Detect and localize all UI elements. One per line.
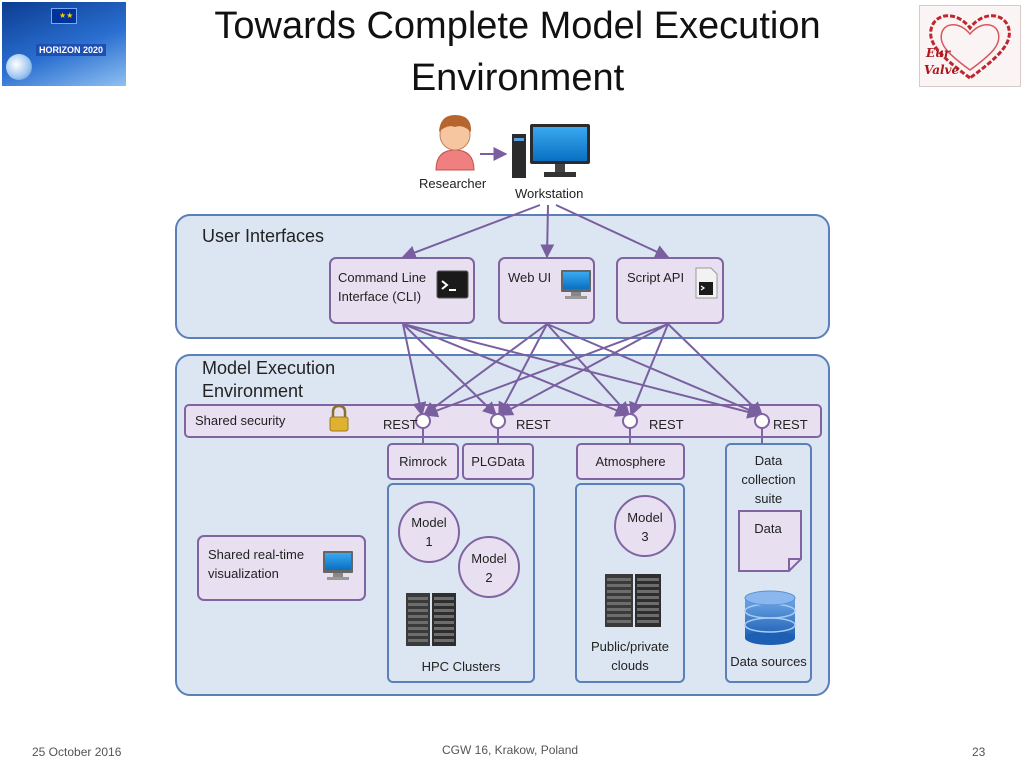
rest-label-4: REST (773, 417, 808, 432)
horizon-2020-logo: ★★ HORIZON 2020 (2, 2, 126, 86)
workstation-to-scriptapi-arrow (555, 204, 670, 259)
user-interfaces-title: User Interfaces (202, 226, 325, 246)
heart-icon (929, 14, 1011, 80)
footer-page-number: 23 (972, 745, 986, 759)
researcher-icon (435, 115, 475, 171)
cli-label-line-2: Interface (CLI) (338, 289, 422, 304)
cli-label: Command Line Interface (CLI) (338, 268, 426, 306)
viz-label-line-1: Shared real-time (208, 547, 305, 562)
model-3-label-line-2: 3 (641, 529, 649, 544)
dcs-label-line-3: suite (754, 491, 783, 506)
padlock-icon (329, 404, 349, 432)
model-1-label: Model 1 (399, 513, 459, 551)
plgdata-label: PLGData (471, 454, 525, 469)
model-3-label: Model 3 (615, 508, 675, 546)
model-1-circle (398, 501, 460, 563)
footer-date: 25 October 2016 (32, 745, 122, 759)
model-2-circle (458, 536, 520, 598)
dcs-label-line-1: Data (754, 453, 783, 468)
mee-title-line-2: Environment (202, 381, 304, 401)
script-api-label: Script API (627, 270, 685, 285)
slide-title-line-1: Towards Complete Model Execution (214, 5, 821, 47)
ui-to-rest-arrows (402, 323, 764, 419)
eurvalve-logo: Eur Valve (919, 5, 1021, 87)
model-2-label: Model 2 (459, 549, 519, 587)
visualization-monitor-icon (323, 551, 353, 580)
web-monitor-icon (561, 270, 591, 299)
terminal-icon (436, 270, 469, 299)
researcher-label: Researcher (419, 176, 487, 191)
footer-event: CGW 16, Krakow, Poland (442, 743, 579, 757)
clouds-label-line-2: clouds (611, 658, 649, 673)
clouds-label-line-1: Public/private (590, 639, 670, 654)
workstation-icon (512, 124, 590, 178)
slide-title-line-2: Environment (410, 57, 625, 99)
eurvalve-logo-text-1: Eur (926, 46, 951, 60)
shared-security-label: Shared security (195, 413, 286, 428)
model-3-label-line-1: Model (627, 510, 663, 525)
cloud-server-rack-icon (605, 574, 661, 627)
rest-endpoints (415, 413, 770, 444)
rest-label-3: REST (649, 417, 684, 432)
rimrock-label: Rimrock (399, 454, 447, 469)
mee-title-line-1: Model Execution (202, 358, 336, 378)
mee-title: Model Execution Environment (202, 357, 335, 403)
model-2-label-line-1: Model (471, 551, 507, 566)
workstation-to-webui-arrow (540, 204, 555, 259)
horizon-2020-logo-text: HORIZON 2020 (36, 44, 107, 56)
model-3-circle (614, 495, 676, 557)
data-collection-suite-label: Data collection suite (726, 451, 811, 508)
clouds-label: Public/private clouds (576, 637, 684, 675)
model-1-label-line-1: Model (411, 515, 447, 530)
data-document-icon (738, 510, 802, 572)
globe-icon (6, 54, 32, 80)
model-1-label-line-2: 1 (425, 534, 433, 549)
workstation-to-cli-arrow (401, 204, 541, 260)
data-document-label: Data (754, 521, 782, 536)
hpc-server-rack-icon (406, 593, 456, 646)
eu-flag-icon: ★★ (51, 8, 77, 24)
eurvalve-logo-text-2: Valve (924, 63, 960, 77)
atmosphere-label: Atmosphere (595, 454, 666, 469)
shared-visualization-label: Shared real-time visualization (208, 545, 304, 583)
workstation-label: Workstation (515, 186, 584, 201)
cli-label-line-1: Command Line (338, 270, 427, 285)
script-file-icon (695, 267, 718, 299)
viz-label-line-2: visualization (208, 566, 279, 581)
data-sources-label: Data sources (730, 654, 807, 669)
hpc-clusters-label: HPC Clusters (421, 659, 501, 674)
model-2-label-line-2: 2 (485, 570, 493, 585)
dcs-label-line-2: collection (741, 472, 796, 487)
slide-title: Towards Complete Model Execution Environ… (150, 0, 885, 104)
web-ui-label: Web UI (508, 270, 552, 285)
database-icon (744, 590, 796, 645)
rest-label-1: REST (383, 417, 418, 432)
rest-label-2: REST (516, 417, 551, 432)
